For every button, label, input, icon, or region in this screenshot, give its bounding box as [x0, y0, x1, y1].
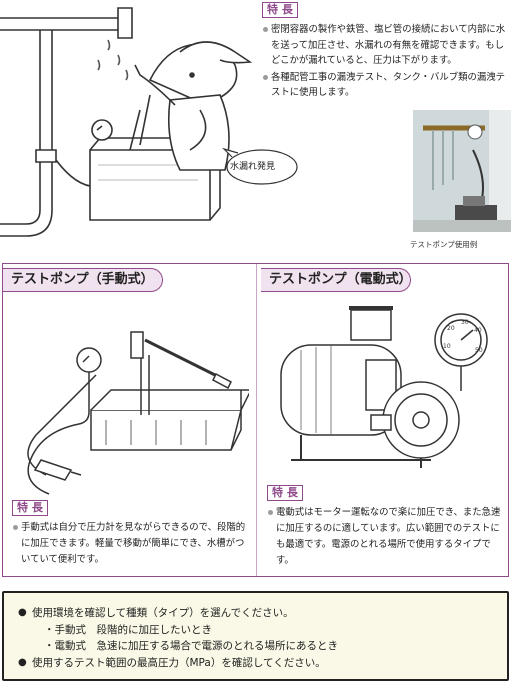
gauge-tick-label: 50: [475, 347, 483, 354]
worker-illustration: [0, 7, 253, 237]
feature-item: 電動式はモーター運転なので楽に加圧でき、また急速に加圧するのに適しています。広い…: [267, 505, 507, 569]
manual-features-tag: 特 長: [12, 500, 48, 516]
features-tag: 特 長: [262, 2, 298, 18]
usage-photo: [413, 110, 511, 232]
feature-item: 各種配管工事の漏洩テスト、タンク・バルブ類の漏洩テストに使用します。: [262, 70, 510, 101]
gauge-tick-label: 20: [447, 325, 455, 332]
manual-pump-title: テストポンプ（手動式）: [3, 268, 163, 292]
gauge-tick-label: 10: [443, 343, 451, 350]
electric-features-tag: 特 長: [267, 485, 303, 501]
pump-types-panel: テストポンプ（手動式） テストポンプ（電動式）: [2, 263, 509, 577]
note-line: 使用するテスト範囲の最高圧力（MPa）を確認してください。: [18, 655, 507, 672]
gauge-tick-label: 40: [474, 327, 482, 334]
speech-text: 水漏れ発見: [230, 162, 276, 172]
features-list: 密閉容器の製作や鉄管、塩ビ管の接続において内部に水を送って加圧させ、水漏れの有無…: [262, 22, 510, 102]
manual-features-text: 手動式は自分で圧力計を見ながらできるので、段階的に加圧できます。軽量で移動が簡単…: [12, 520, 252, 569]
note-sub-line: ・電動式 急速に加圧する場合で電源のとれる場所にあるとき: [44, 640, 338, 652]
note-sub-line: ・手動式 段階的に加圧したいとき: [44, 623, 212, 636]
speech-bubble: 水漏れ発見: [220, 145, 298, 187]
feature-item: 密閉容器の製作や鉄管、塩ビ管の接続において内部に水を送って加圧させ、水漏れの有無…: [262, 22, 510, 69]
manual-pump-illustration: [27, 331, 249, 495]
selection-notes: 使用環境を確認して種類（タイプ）を選んでください。 ・手動式 段階的に加圧したい…: [2, 591, 509, 681]
photo-caption: テストポンプ使用例: [410, 240, 478, 249]
electric-pump-illustration: 10 20 30 40 50: [280, 306, 488, 468]
panel-divider: [256, 264, 257, 576]
electric-pump-title: テストポンプ（電動式）: [261, 268, 412, 292]
electric-features-text: 電動式はモーター運転なので楽に加圧でき、また急速に加圧するのに適しています。広い…: [267, 505, 507, 570]
gauge-tick-label: 30: [461, 319, 469, 326]
feature-item: 手動式は自分で圧力計を見ながらできるので、段階的に加圧できます。軽量で移動が簡単…: [12, 520, 252, 568]
note-line: 使用環境を確認して種類（タイプ）を選んでください。: [18, 605, 507, 622]
